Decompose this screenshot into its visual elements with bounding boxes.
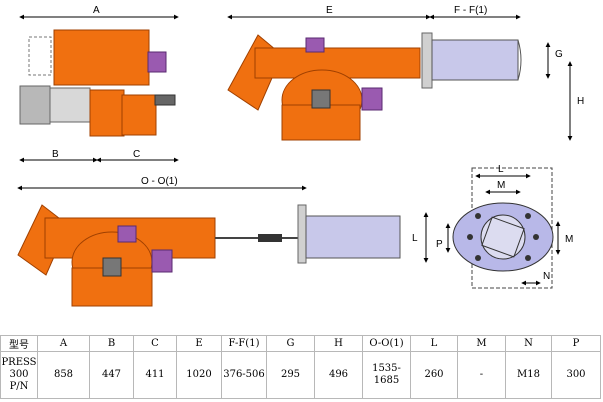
cell-P: 300 — [551, 351, 601, 399]
dim-O: O - O(1) — [17, 176, 307, 191]
col-header-A: A — [37, 335, 90, 352]
cell-O: 1535-1685 — [362, 351, 411, 399]
dim-B: B — [19, 149, 98, 163]
svg-text:G: G — [555, 49, 563, 60]
side-view-short — [227, 32, 522, 141]
cell-H: 496 — [314, 351, 363, 399]
svg-text:M: M — [565, 234, 573, 245]
dim-F: F - F(1) — [429, 5, 521, 20]
cell-N: M18 — [505, 351, 552, 399]
svg-text:B: B — [52, 149, 59, 160]
dim-M-top: M — [485, 180, 521, 195]
col-header-E: E — [176, 335, 222, 352]
svg-text:H: H — [577, 96, 584, 107]
dim-A: A — [19, 5, 179, 20]
svg-text:L: L — [412, 233, 418, 244]
svg-text:C: C — [133, 149, 140, 160]
svg-text:L: L — [498, 164, 504, 175]
cell-C: 411 — [133, 351, 177, 399]
col-header-H: H — [314, 335, 363, 352]
dim-H: H — [567, 61, 584, 141]
svg-text:M: M — [497, 180, 505, 191]
cell-model: PRESS 300 P/N — [0, 351, 38, 399]
cell-G: 295 — [266, 351, 315, 399]
cell-E: 1020 — [176, 351, 222, 399]
col-header-F: F-F(1) — [221, 335, 267, 352]
col-header-P: P — [551, 335, 601, 352]
table-header-row: 型号 A B C E F-F(1) G H O-O(1) L M N P — [0, 335, 601, 352]
col-header-O: O-O(1) — [362, 335, 411, 352]
dim-C: C — [96, 149, 179, 163]
svg-text:P: P — [436, 239, 443, 250]
side-view-long — [17, 204, 401, 307]
mounting-flange-view — [452, 167, 554, 289]
col-header-model: 型号 — [0, 335, 38, 352]
dim-N: N — [521, 271, 550, 286]
svg-text:E: E — [326, 5, 333, 16]
burner-dimension-drawing: A B C E F - F(1) G H — [17, 5, 584, 307]
cell-B: 447 — [89, 351, 134, 399]
svg-text:F - F(1): F - F(1) — [454, 5, 487, 16]
dim-M-right: M — [555, 221, 573, 255]
dim-L-top: L — [475, 164, 531, 179]
svg-text:O - O(1): O - O(1) — [141, 176, 178, 187]
dim-P: P — [436, 223, 451, 253]
table-row: PRESS 300 P/N 858 447 411 1020 376-506 2… — [0, 351, 601, 399]
cell-A: 858 — [37, 351, 90, 399]
col-header-B: B — [89, 335, 134, 352]
dim-E: E — [227, 5, 431, 20]
col-header-L: L — [410, 335, 458, 352]
col-header-G: G — [266, 335, 315, 352]
cell-F: 376-506 — [221, 351, 267, 399]
col-header-C: C — [133, 335, 177, 352]
cell-M: - — [457, 351, 506, 399]
col-header-M: M — [457, 335, 506, 352]
cell-L: 260 — [410, 351, 458, 399]
front-view — [19, 29, 176, 137]
svg-text:N: N — [543, 271, 550, 282]
svg-text:A: A — [93, 5, 100, 16]
col-header-N: N — [505, 335, 552, 352]
spec-table: 型号 A B C E F-F(1) G H O-O(1) L M N P PRE… — [0, 335, 601, 399]
dim-G: G — [545, 42, 563, 79]
dim-L-left: L — [412, 212, 429, 263]
